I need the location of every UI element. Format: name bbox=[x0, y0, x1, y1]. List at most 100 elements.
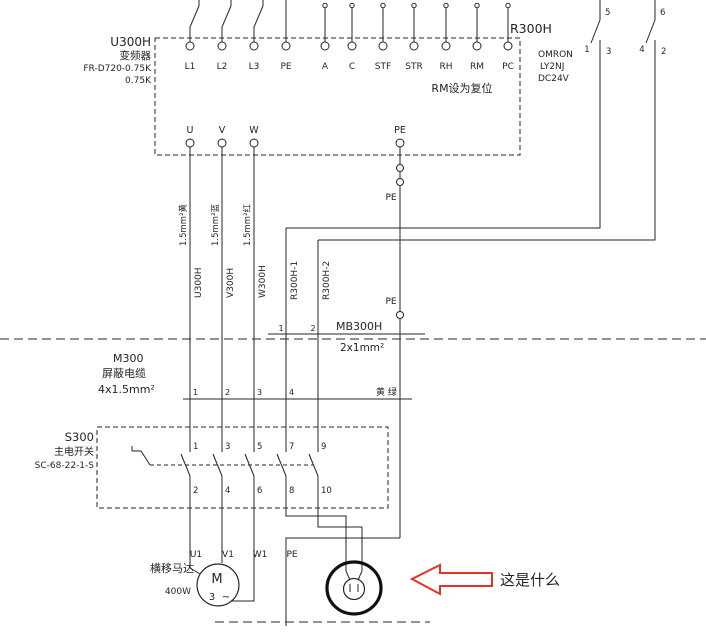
wire-spec-w: 1.5mm²红 bbox=[242, 204, 253, 246]
red-arrow-left bbox=[409, 563, 493, 596]
terminal-label-RM: RM bbox=[470, 62, 484, 72]
m-core-pe-color: 黄 绿 bbox=[376, 386, 397, 398]
switch-lower-numbers: 2 4 6 8 10 bbox=[193, 486, 332, 496]
question-annotation: 这是什么 bbox=[409, 563, 560, 596]
wire-name-r300h1: R300H-1 bbox=[290, 261, 300, 300]
wire-name-r300h2: R300H-2 bbox=[322, 261, 332, 300]
inverter-model: FR-D720-0.75K bbox=[83, 64, 152, 74]
control-wires-up bbox=[322, 2, 511, 42]
switch-contacts bbox=[180, 453, 319, 477]
relay-maker: OMRON bbox=[538, 50, 573, 60]
m-cable-block: M300 屏蔽电缆 4x1.5mm² 1 2 3 4 黄 绿 bbox=[98, 352, 412, 400]
contact-num-6: 6 bbox=[257, 486, 262, 496]
switch-handle-symbol bbox=[131, 446, 314, 466]
phase-wires bbox=[189, 147, 401, 538]
relay-terminal-2: 2 bbox=[661, 47, 666, 57]
switch-dashed-box bbox=[96, 426, 389, 509]
hand-drawn-highlight-circle bbox=[325, 560, 383, 616]
motor-symbol-m: M bbox=[211, 572, 222, 587]
terminal-label-A: A bbox=[322, 62, 329, 72]
relay-terminal-5: 5 bbox=[605, 8, 610, 18]
motor-symbol-tilde: ~ bbox=[222, 592, 230, 603]
wire-spec-v: 1.5mm²蓝 bbox=[210, 204, 221, 246]
m-cable-spec: 4x1.5mm² bbox=[98, 383, 155, 396]
connector-symbol bbox=[325, 560, 383, 616]
terminal-label-V1: V1 bbox=[222, 550, 234, 560]
switch-upper-numbers: 1 3 5 7 9 bbox=[193, 442, 326, 452]
question-text: 这是什么 bbox=[500, 571, 560, 589]
incoming-breaker-symbol bbox=[189, 0, 287, 42]
terminal-label-STR: STR bbox=[405, 62, 422, 72]
terminal-label-RH: RH bbox=[439, 62, 452, 72]
terminal-label-PE-out: PE bbox=[394, 125, 406, 136]
motor-wiring bbox=[189, 476, 400, 626]
contact-num-4: 4 bbox=[225, 486, 230, 496]
contact-num-2: 2 bbox=[193, 486, 198, 496]
switch-name: S300 bbox=[65, 430, 94, 444]
terminal-label-PE: PE bbox=[280, 62, 291, 72]
wire-name-v300h: V300H bbox=[226, 268, 236, 298]
terminal-label-W1: W1 bbox=[253, 550, 268, 560]
relay-model: LY2NJ bbox=[540, 62, 564, 72]
m-cable-kind: 屏蔽电缆 bbox=[102, 367, 146, 380]
motor-symbol-circle bbox=[196, 563, 240, 607]
terminal-label-L3: L3 bbox=[249, 62, 260, 72]
mb-core-1: 1 bbox=[278, 324, 283, 333]
relay-contact-left: 5 1 3 bbox=[584, 0, 611, 57]
wire-spec-u: 1.5mm²黄 bbox=[178, 204, 189, 246]
terminal-label-V: V bbox=[219, 125, 226, 136]
motor-block: 横移马达 400W M 3 ~ bbox=[150, 561, 240, 607]
mb-cable-name: MB300H bbox=[336, 320, 382, 333]
mb-cable-spec: 2x1mm² bbox=[340, 342, 384, 354]
inverter-power: 0.75K bbox=[125, 76, 152, 86]
relay-contact-right: 6 4 2 bbox=[639, 0, 666, 57]
switch-kind: 主电开关 bbox=[54, 445, 94, 458]
inverter-name: U300H bbox=[110, 35, 151, 49]
wire-name-u300h: U300H bbox=[194, 267, 204, 298]
relay-terminal-1: 1 bbox=[584, 45, 589, 55]
m-core-4: 4 bbox=[289, 388, 294, 397]
pe-label-mid: PE bbox=[385, 297, 396, 307]
terminal-label-L1: L1 bbox=[185, 62, 196, 72]
switch-model: SC-68-22-1-S bbox=[35, 461, 95, 471]
terminal-label-U1: U1 bbox=[190, 550, 202, 560]
inverter-top-terminals bbox=[185, 41, 513, 51]
inverter-note: RM设为复位 bbox=[431, 81, 492, 95]
inverter-dashed-box bbox=[154, 37, 521, 156]
motor-symbol-3: 3 bbox=[209, 592, 215, 603]
contact-num-1: 1 bbox=[193, 442, 198, 452]
relay-terminal-6: 6 bbox=[660, 8, 665, 18]
mb-cable-marker: 1 2 MB300H 2x1mm² bbox=[268, 320, 425, 354]
wire-name-w300h: W300H bbox=[258, 265, 268, 298]
terminal-label-L2: L2 bbox=[217, 62, 228, 72]
contact-num-7: 7 bbox=[289, 442, 294, 452]
motor-terminal-labels: U1 V1 W1 PE bbox=[190, 550, 298, 560]
connector-circle bbox=[342, 577, 366, 601]
wire-name-labels: U300H V300H W300H R300H-1 R300H-2 bbox=[194, 261, 332, 300]
contact-num-10: 10 bbox=[321, 486, 332, 496]
pe-label-top: PE bbox=[385, 193, 396, 203]
contact-num-3: 3 bbox=[225, 442, 230, 452]
m-core-3: 3 bbox=[257, 388, 262, 397]
terminal-label-U: U bbox=[187, 125, 194, 136]
contact-num-5: 5 bbox=[257, 442, 262, 452]
contact-num-8: 8 bbox=[289, 486, 294, 496]
switch-block: S300 主电开关 SC-68-22-1-S 1 3 5 7 9 2 4 6 bbox=[35, 426, 389, 509]
relay-wire-routing bbox=[286, 50, 656, 241]
terminal-label-STF: STF bbox=[375, 62, 391, 72]
terminal-label-W: W bbox=[249, 125, 259, 136]
relay-terminal-4: 4 bbox=[639, 45, 644, 55]
inverter-out-terminal-labels: U V W PE bbox=[187, 125, 406, 136]
inverter-top-terminal-labels: L1 L2 L3 PE A C STF STR RH RM PC bbox=[185, 62, 514, 72]
m-cable-name: M300 bbox=[113, 352, 144, 365]
terminal-label-PE2: PE bbox=[286, 550, 297, 560]
m-core-2: 2 bbox=[225, 388, 230, 397]
pe-terminal-marks: PE PE bbox=[385, 164, 404, 319]
motor-name: 横移马达 bbox=[150, 561, 194, 575]
inverter-block: U300H 变频器 FR-D720-0.75K 0.75K RM设为复位 bbox=[83, 0, 521, 156]
relay-block: R300H OMRON LY2NJ DC24V 5 1 3 6 4 2 bbox=[286, 0, 666, 241]
mb-core-2: 2 bbox=[310, 324, 315, 333]
relay-terminal-3: 3 bbox=[606, 47, 611, 57]
